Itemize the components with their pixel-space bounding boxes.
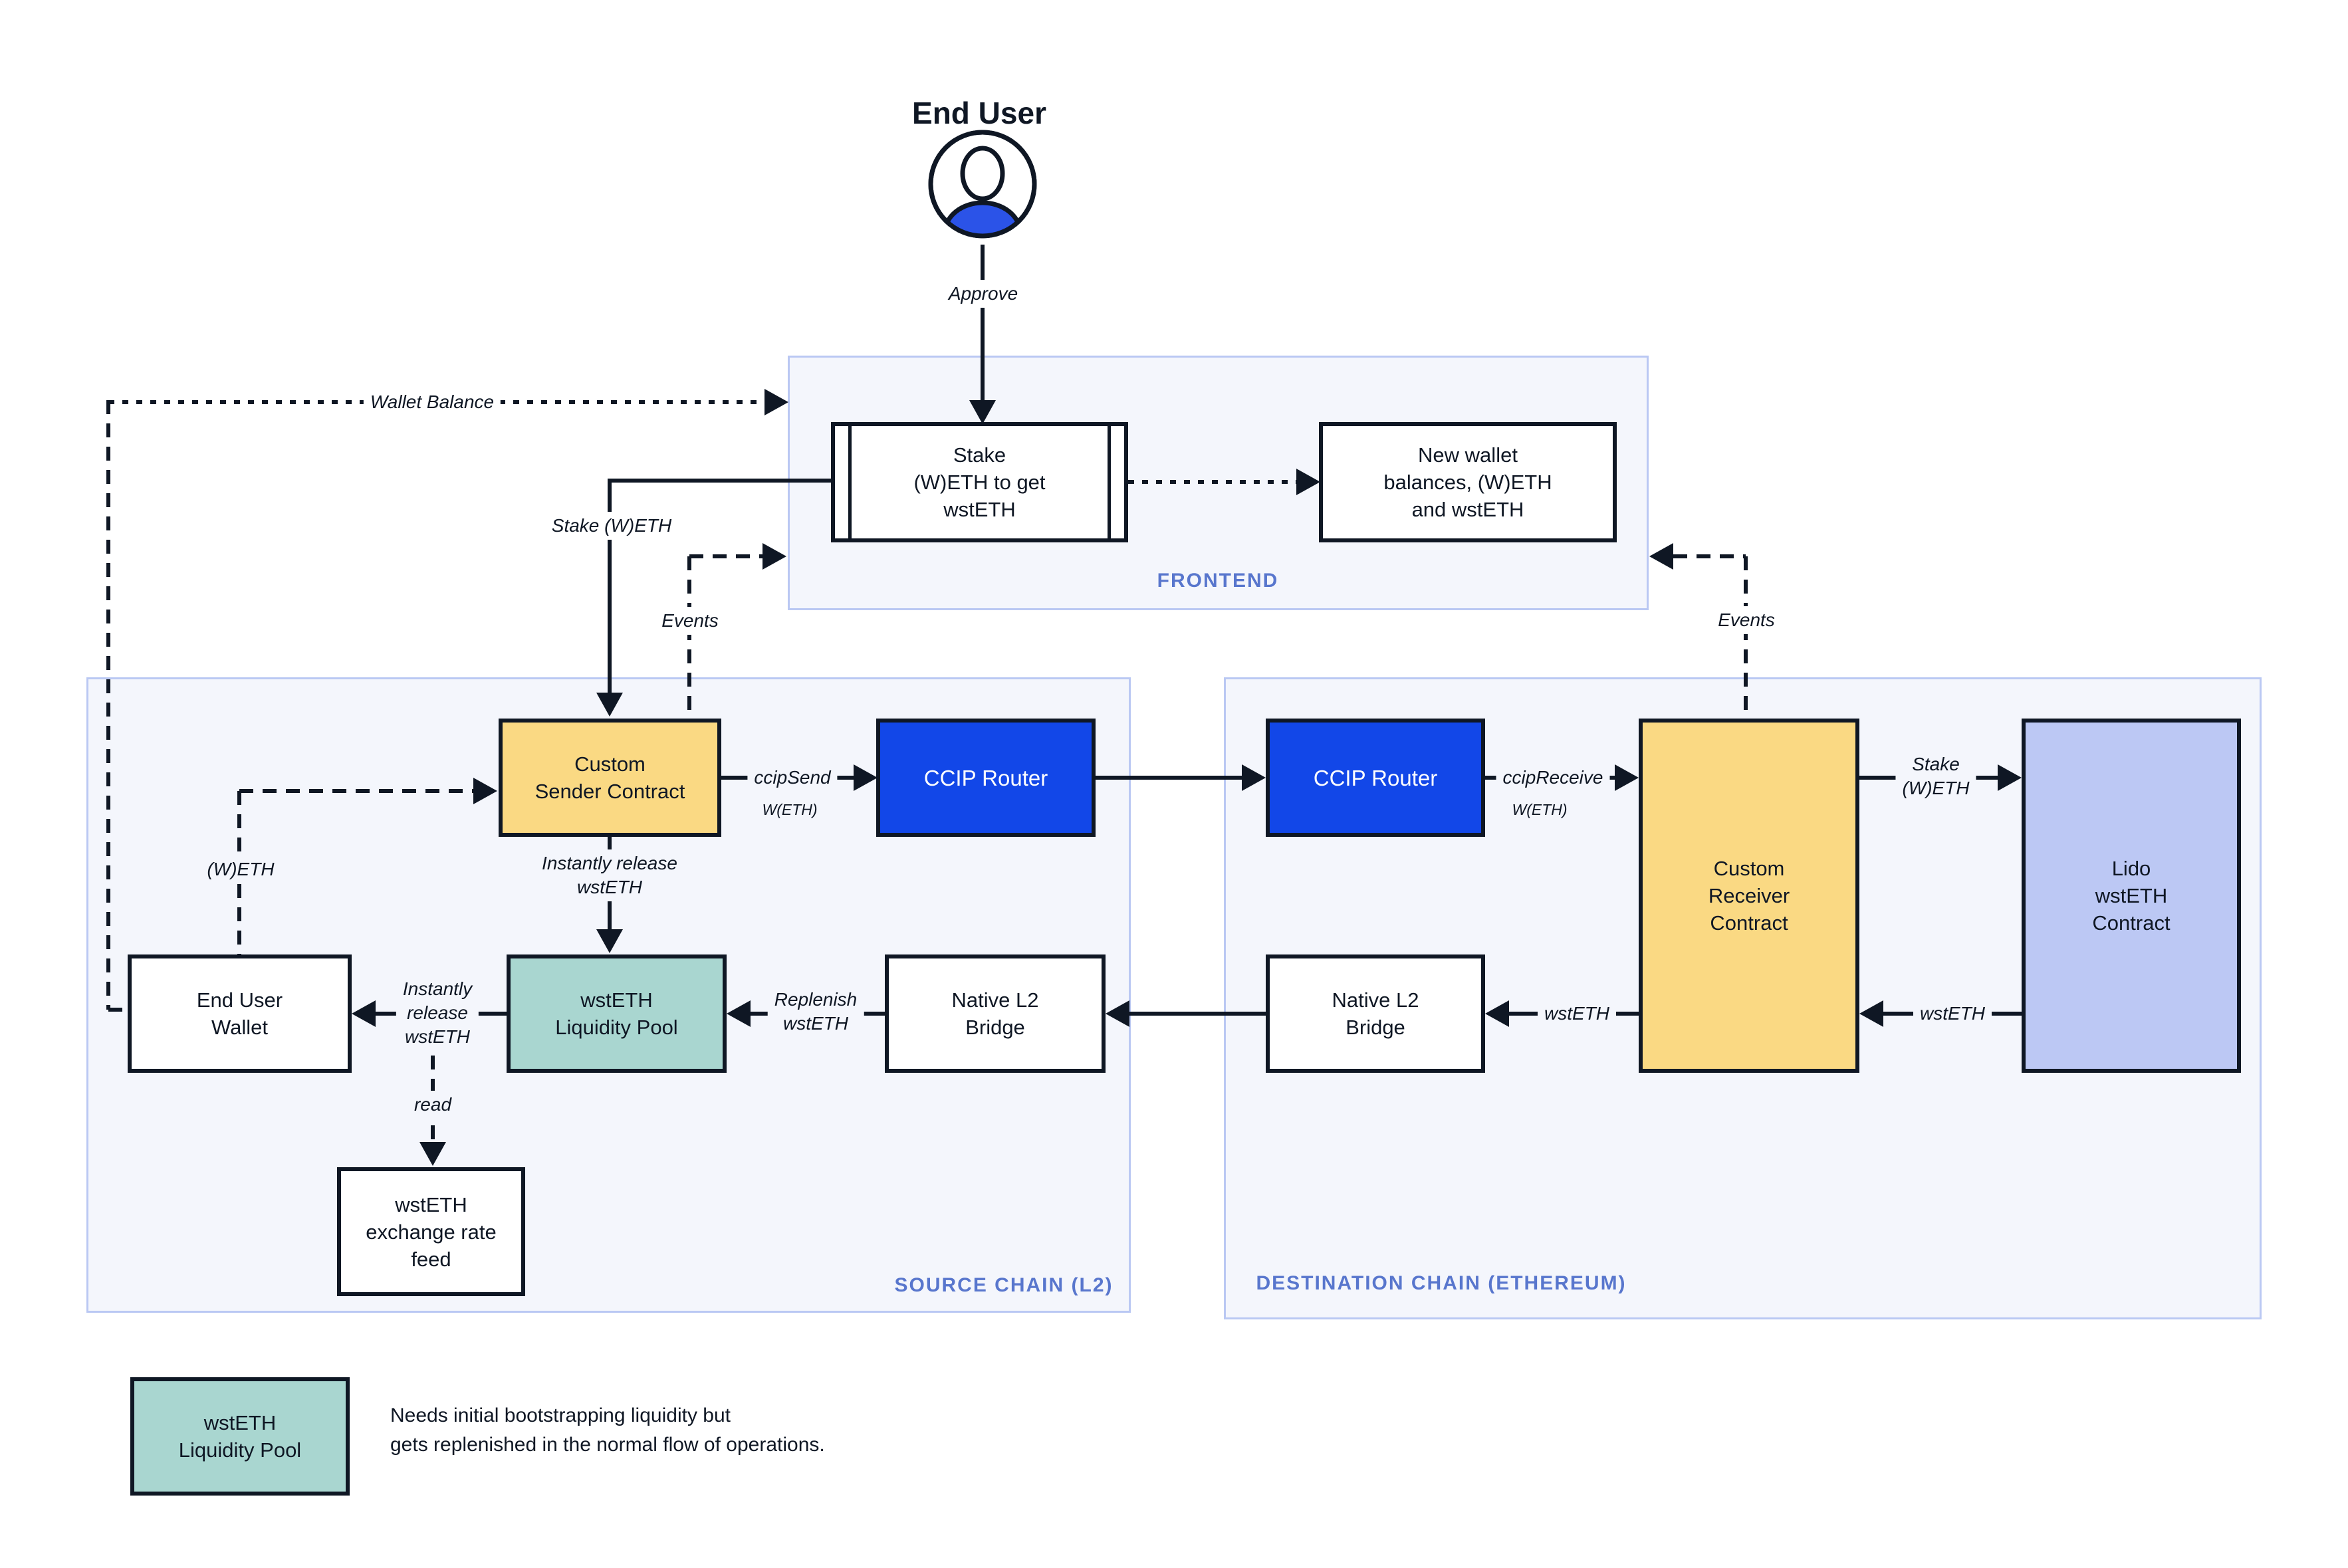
edge-label-ccipreceive-sub: W(ETH) bbox=[1512, 801, 1568, 818]
edge-approve-line bbox=[981, 245, 985, 400]
edge-ccipsend-arrowhead bbox=[854, 764, 878, 791]
node-native-bridge-source: Native L2 Bridge bbox=[885, 954, 1106, 1073]
edge-label-approve: Approve bbox=[941, 280, 1025, 308]
edge-label-instantly-release-v: Instantly release wstETH bbox=[535, 849, 684, 901]
node-liquidity-pool: wstETH Liquidity Pool bbox=[507, 954, 727, 1073]
edge-events-dest-arrowhead bbox=[1649, 543, 1673, 570]
node-end-user-wallet-label: End User Wallet bbox=[196, 988, 283, 1039]
edge-bridge-to-bridge-arrowhead bbox=[1106, 1000, 1129, 1027]
person-icon bbox=[928, 130, 1037, 239]
legend-liquidity-pool-box: wstETH Liquidity Pool bbox=[130, 1377, 350, 1496]
edge-wallet-balance-vertical bbox=[106, 400, 110, 1010]
edge-events-source-arrowhead bbox=[763, 543, 786, 570]
node-end-user-wallet: End User Wallet bbox=[128, 954, 352, 1073]
legend-description: Needs initial bootstrapping liquidity bu… bbox=[390, 1404, 825, 1456]
node-ccip-router-dest-label: CCIP Router bbox=[1313, 765, 1438, 790]
edge-weth-arrowhead bbox=[473, 778, 497, 804]
node-stake-weth: Stake (W)ETH to get wstETH bbox=[831, 422, 1128, 542]
source-chain-label: SOURCE CHAIN (L2) bbox=[894, 1274, 1114, 1296]
node-ccip-router-source-label: CCIP Router bbox=[923, 765, 1048, 790]
edge-stake-weth-h bbox=[610, 479, 831, 483]
edge-label-stake-weth: Stake (W)ETH bbox=[544, 512, 679, 540]
end-user-title: End User bbox=[912, 96, 1046, 130]
edge-label-replenish: Replenish wstETH bbox=[767, 986, 864, 1038]
node-custom-receiver-label: Custom Receiver Contract bbox=[1708, 857, 1790, 935]
edge-events-source-h bbox=[689, 554, 763, 558]
edge-bridge-to-pool-arrowhead bbox=[727, 1000, 751, 1027]
node-native-bridge-dest: Native L2 Bridge bbox=[1266, 954, 1485, 1073]
edge-pool-to-wallet-arrowhead bbox=[352, 1000, 376, 1027]
edge-instantly-release-v-arrowhead bbox=[596, 929, 623, 953]
edge-label-wallet-balance: Wallet Balance bbox=[363, 388, 501, 416]
node-new-wallet-balances: New wallet balances, (W)ETH and wstETH bbox=[1319, 422, 1617, 542]
node-exchange-rate-feed: wstETH exchange rate feed bbox=[337, 1167, 525, 1296]
edge-stake-to-newwallet-arrowhead bbox=[1296, 469, 1320, 495]
node-lido-wsteth-label: Lido wstETH Contract bbox=[2092, 857, 2171, 935]
edge-wallet-balance-stub bbox=[108, 1008, 128, 1012]
node-exchange-rate-feed-label: wstETH exchange rate feed bbox=[366, 1192, 497, 1271]
node-ccip-router-dest: CCIP Router bbox=[1266, 719, 1485, 837]
edge-bridge-to-bridge-line bbox=[1129, 1012, 1266, 1016]
edge-ccip-to-ccip bbox=[1096, 776, 1242, 780]
edge-wallet-balance-arrowhead bbox=[764, 389, 788, 415]
destination-chain-label: DESTINATION CHAIN (ETHEREUM) bbox=[1256, 1272, 1627, 1294]
edge-label-ccipreceive: ccipReceive bbox=[1496, 764, 1610, 792]
node-lido-wsteth-contract: Lido wstETH Contract bbox=[2022, 719, 2241, 1073]
edge-lido-to-receiver-arrowhead bbox=[1859, 1000, 1883, 1027]
edge-ccip-to-ccip-arrowhead bbox=[1242, 764, 1266, 791]
edge-label-ccipsend: ccipSend bbox=[747, 764, 838, 792]
edge-receiver-to-bridge-arrowhead bbox=[1485, 1000, 1509, 1027]
edge-label-stake-weth-dest: Stake (W)ETH bbox=[1895, 750, 1976, 802]
edge-events-dest-v bbox=[1744, 556, 1748, 719]
node-native-bridge-dest-label: Native L2 Bridge bbox=[1332, 988, 1419, 1039]
node-custom-sender-contract: Custom Sender Contract bbox=[499, 719, 721, 837]
frontend-label: FRONTEND bbox=[1157, 570, 1279, 592]
edge-label-events-source: Events bbox=[655, 607, 725, 635]
edge-stake-to-newwallet bbox=[1128, 480, 1296, 484]
edge-stake-weth-v bbox=[608, 479, 612, 693]
node-native-bridge-source-label: Native L2 Bridge bbox=[951, 988, 1039, 1039]
node-new-wallet-balances-label: New wallet balances, (W)ETH and wstETH bbox=[1383, 443, 1552, 521]
edge-label-wsteth-to-bridge: wstETH bbox=[1538, 1000, 1616, 1028]
edge-label-weth: (W)ETH bbox=[200, 855, 281, 883]
edge-label-instantly-release-h: Instantly release wstETH bbox=[396, 975, 479, 1051]
subroutine-inner-line-right bbox=[1108, 426, 1111, 538]
edge-events-source-v bbox=[687, 556, 691, 719]
legend-liquidity-pool-label: wstETH Liquidity Pool bbox=[178, 1411, 302, 1462]
edge-label-events-dest: Events bbox=[1711, 606, 1782, 634]
edge-label-wsteth-to-receiver: wstETH bbox=[1913, 1000, 1992, 1028]
node-custom-sender-label: Custom Sender Contract bbox=[534, 752, 685, 803]
edge-events-dest-h bbox=[1673, 554, 1746, 558]
node-custom-receiver-contract: Custom Receiver Contract bbox=[1639, 719, 1859, 1073]
subroutine-inner-line-left bbox=[848, 426, 852, 538]
edge-approve-arrowhead bbox=[969, 400, 996, 424]
edge-weth-h bbox=[239, 789, 473, 793]
edge-label-ccipsend-sub: W(ETH) bbox=[762, 801, 818, 818]
edge-stake-weth-arrowhead bbox=[596, 693, 623, 717]
node-ccip-router-source: CCIP Router bbox=[876, 719, 1096, 837]
node-liquidity-pool-label: wstETH Liquidity Pool bbox=[555, 988, 678, 1039]
edge-stake-weth-dest-arrowhead bbox=[1998, 764, 2022, 791]
edge-ccipreceive-arrowhead bbox=[1615, 764, 1639, 791]
node-stake-weth-label: Stake (W)ETH to get wstETH bbox=[913, 443, 1046, 521]
edge-read-arrowhead bbox=[419, 1142, 446, 1166]
edge-label-read: read bbox=[407, 1091, 459, 1119]
